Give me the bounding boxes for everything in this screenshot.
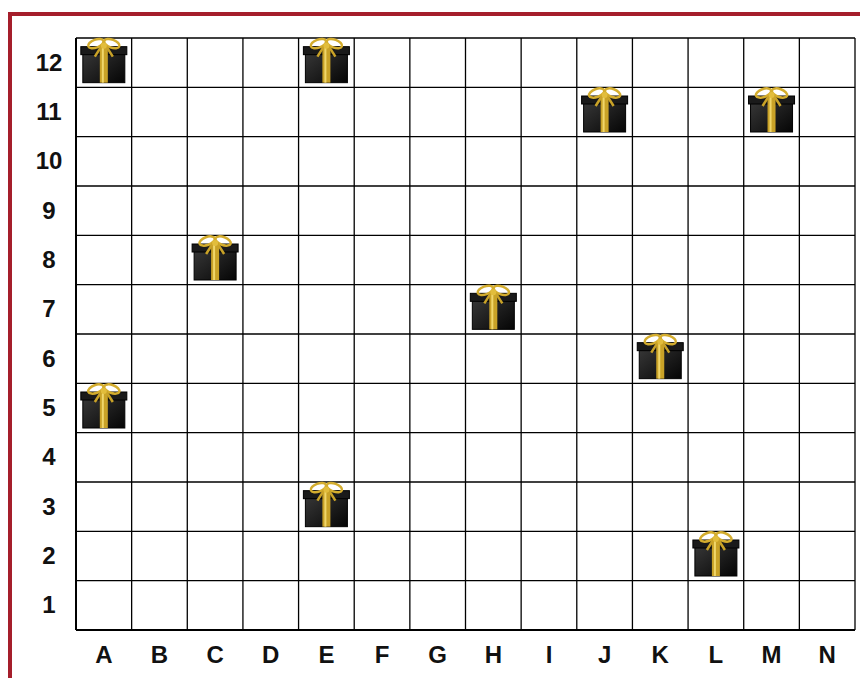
grid-line <box>76 136 855 137</box>
grid-line <box>76 333 855 334</box>
grid-line <box>76 580 855 581</box>
gift-box <box>192 235 238 280</box>
frame-top <box>10 12 860 16</box>
grid-line <box>76 481 855 482</box>
gift-box <box>582 87 628 132</box>
grid-line <box>76 284 855 285</box>
row-number: 4 <box>42 445 55 469</box>
grid-line <box>76 37 855 38</box>
grid-line <box>76 629 855 631</box>
gift-box <box>303 37 349 82</box>
gift-box <box>81 37 127 82</box>
column-letter: D <box>262 643 279 667</box>
row-number: 12 <box>36 51 63 75</box>
column-letter: N <box>819 643 836 667</box>
gift-box <box>637 333 683 378</box>
grid-line <box>76 531 855 532</box>
row-number: 5 <box>42 396 55 420</box>
column-letter: K <box>652 643 669 667</box>
row-number: 3 <box>42 495 55 519</box>
grid-line <box>76 383 855 384</box>
column-letter: C <box>206 643 223 667</box>
gift-box <box>81 383 127 428</box>
column-letter: G <box>428 643 447 667</box>
column-letter: B <box>151 643 168 667</box>
column-letter: J <box>598 643 611 667</box>
column-letter: F <box>375 643 390 667</box>
grid <box>76 38 855 630</box>
row-number: 9 <box>42 199 55 223</box>
gift-box <box>749 87 795 132</box>
row-number: 2 <box>42 544 55 568</box>
grid-line <box>76 185 855 186</box>
row-number: 10 <box>36 149 63 173</box>
grid-line <box>76 235 855 236</box>
gift-box <box>470 284 516 329</box>
column-letter: M <box>762 643 782 667</box>
row-number: 6 <box>42 347 55 371</box>
gift-box <box>303 481 349 526</box>
row-number: 7 <box>42 297 55 321</box>
row-number: 1 <box>42 593 55 617</box>
grid-line <box>76 87 855 88</box>
column-letter: A <box>95 643 112 667</box>
frame-left <box>8 12 12 678</box>
gift-box <box>693 531 739 576</box>
column-letter: L <box>709 643 724 667</box>
column-letter: H <box>485 643 502 667</box>
row-number: 8 <box>42 248 55 272</box>
row-number: 11 <box>36 100 61 124</box>
column-letter: E <box>318 643 334 667</box>
grid-line <box>76 432 855 433</box>
column-letter: I <box>546 643 553 667</box>
